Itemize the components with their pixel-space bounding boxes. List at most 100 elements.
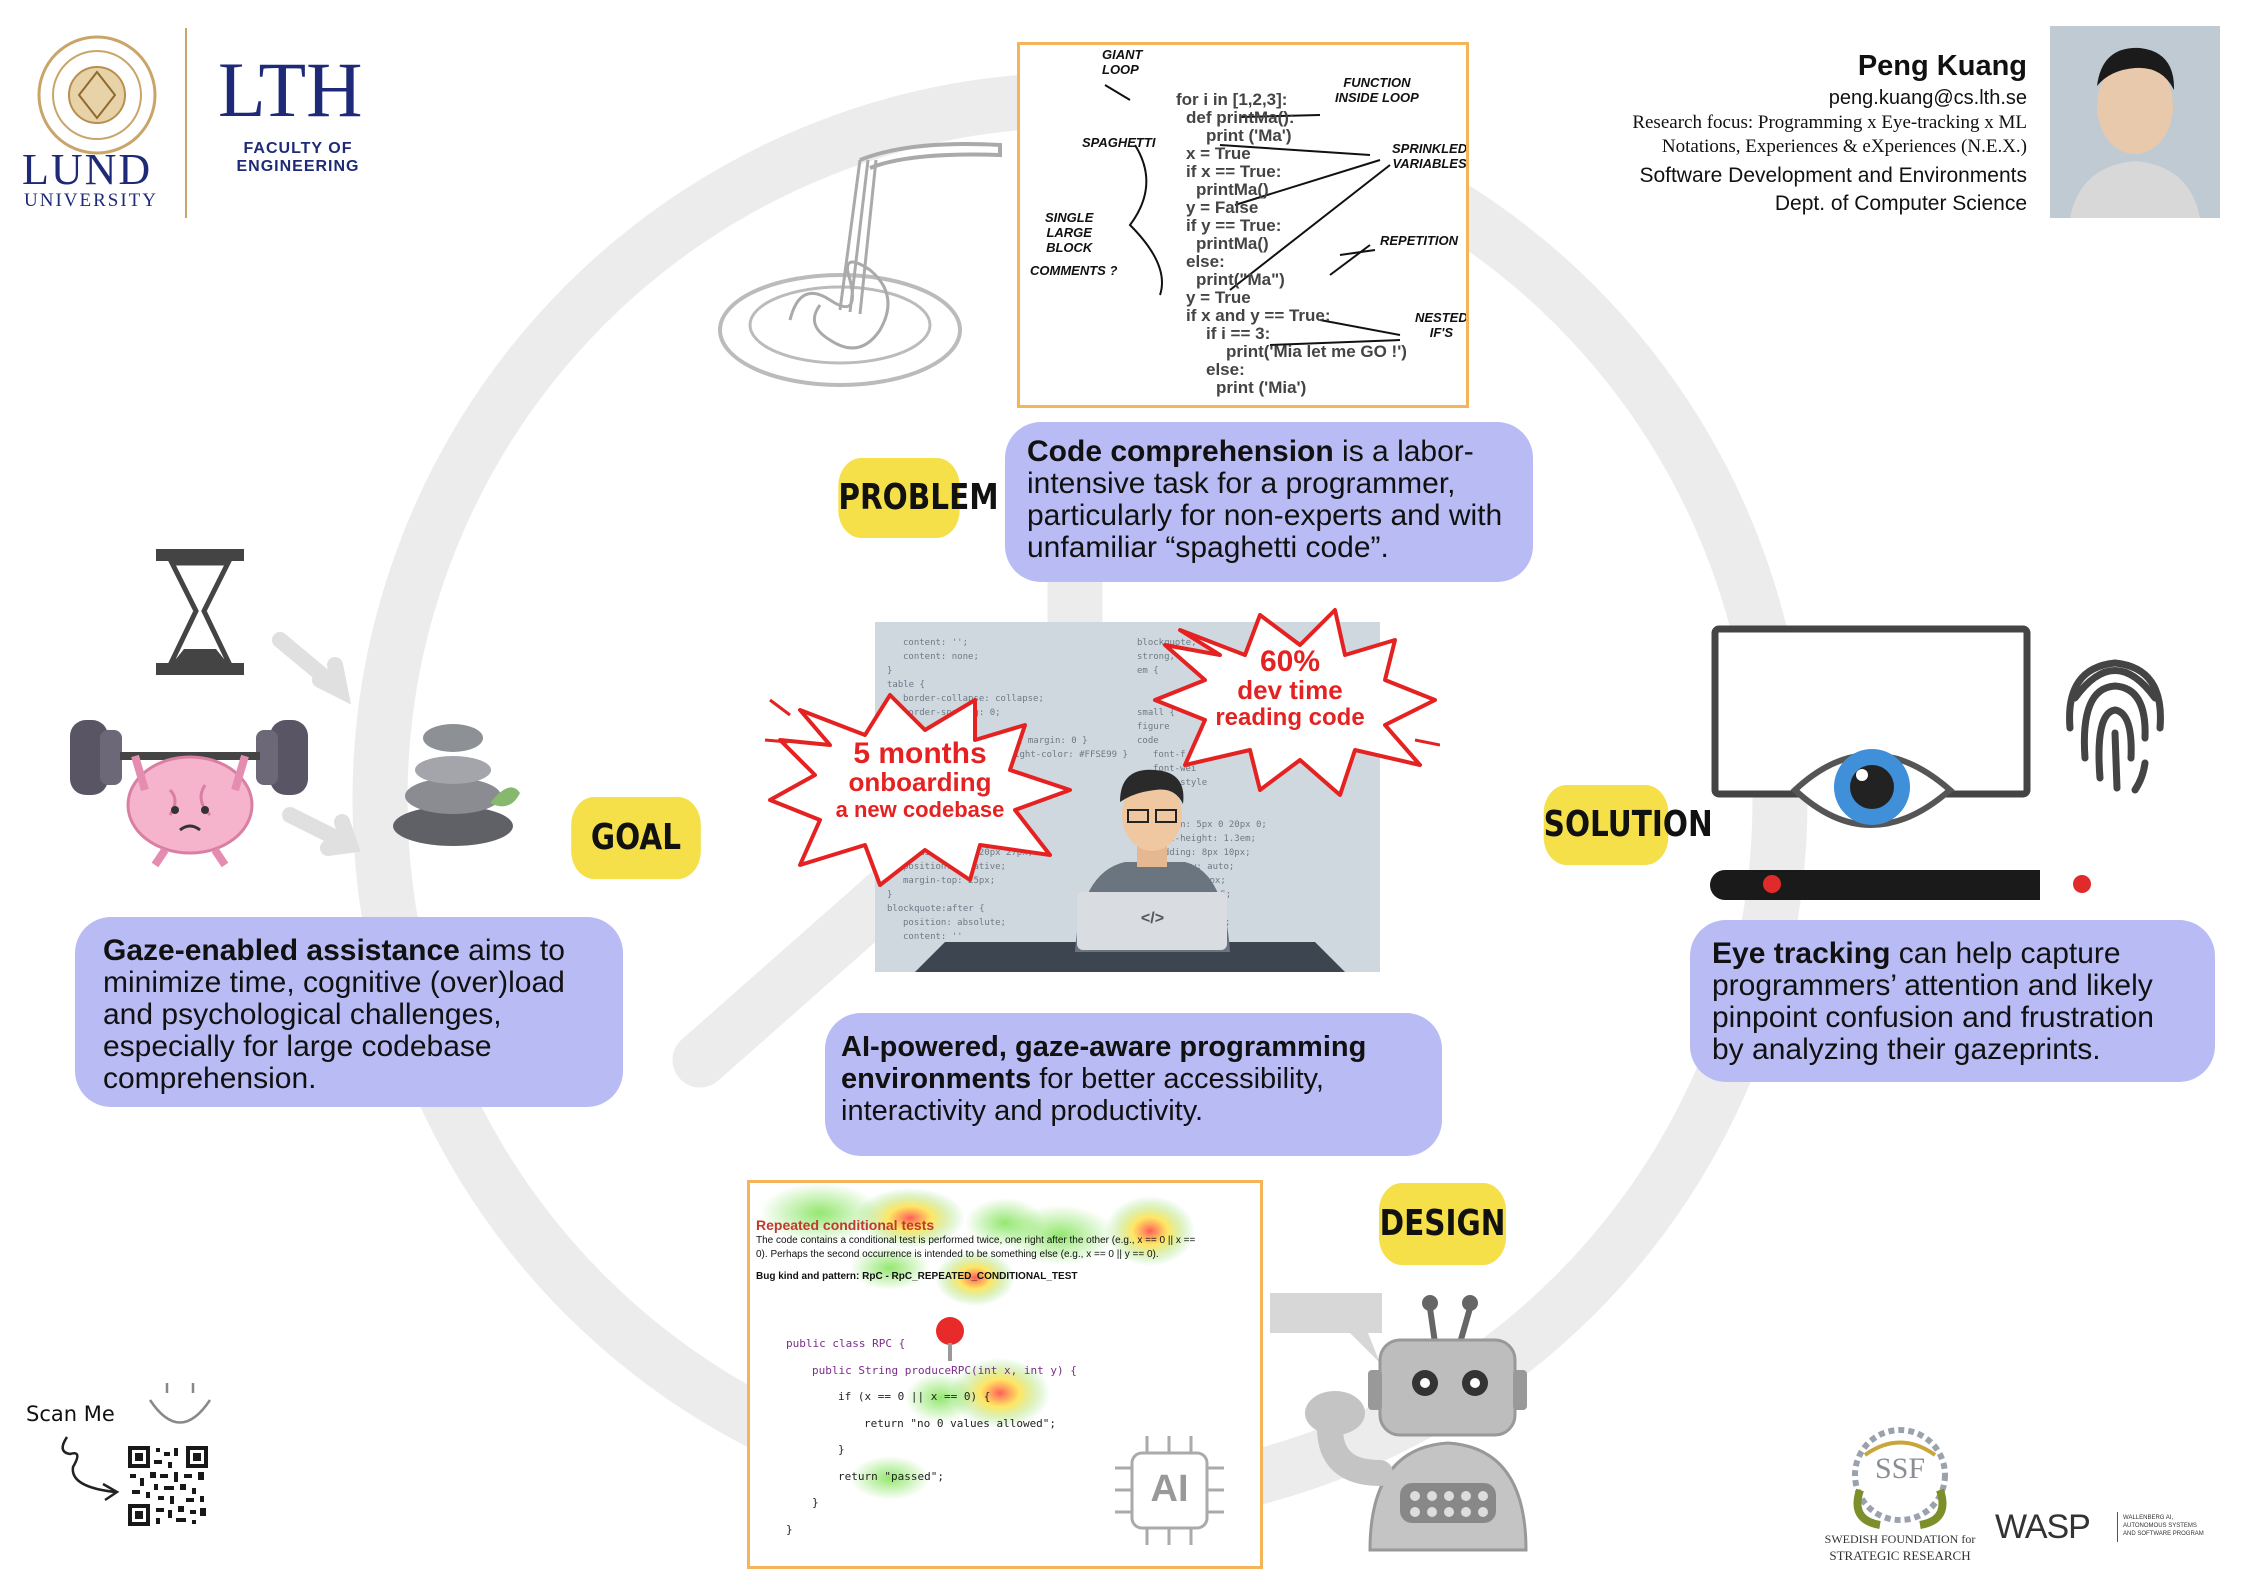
bg-code-line: content: '';: [903, 638, 969, 648]
burst-devtime-line2: dev time: [1237, 675, 1343, 705]
center-bubble: AI-powered, gaze-aware programming envir…: [825, 1013, 1442, 1156]
heatmap-code-line: return "no 0 values allowed";: [864, 1416, 1057, 1430]
heatmap-code-line: if (x == 0 || x == 0) {: [838, 1390, 991, 1403]
code-line: printMa(): [1196, 180, 1269, 199]
heatmap-desc-1: The code contains a conditional test is …: [756, 1235, 1196, 1246]
code-line: def printMa():: [1186, 108, 1295, 127]
author-dept: Dept. of Computer Science: [1774, 192, 2027, 215]
bg-code-line: small {: [1137, 708, 1175, 718]
burst-onboarding-line2: onboarding: [848, 767, 992, 797]
burst-devtime-line1: 60%: [1259, 645, 1321, 678]
hourglass-icon: [156, 549, 244, 675]
scan-me-label: Scan Me: [26, 1402, 115, 1426]
lth-logo: LTH FACULTY OF ENGINEERING: [218, 50, 378, 190]
author-focus-1: Research focus: Programming x Eye-tracki…: [1632, 112, 2027, 133]
bg-code-line: margin-top: 25px;: [903, 876, 996, 886]
faculty-line2: ENGINEERING: [236, 158, 360, 175]
problem-tag: PROBLEM: [838, 458, 999, 538]
burst-devtime-text: 60% dev time reading code: [1165, 645, 1415, 732]
problem-bubble: Code comprehension is a labor-intensive …: [1005, 422, 1533, 582]
annotation-arrows: [1104, 84, 1401, 346]
annotation-text: BLOCK: [1046, 240, 1093, 255]
wasp-divider: [2117, 1512, 2118, 1542]
ssf-emblem-icon: [1852, 1427, 1948, 1529]
zen-stones-icon: [393, 724, 520, 846]
bg-code-line: table {: [887, 680, 925, 690]
goal-bold: Gaze-enabled assistance: [103, 934, 460, 967]
wasp-logo: WASP WALLENBERG AI, AUTONOMOUS SYSTEMS A…: [1995, 1508, 2210, 1548]
bg-code-line: highlight-color: #FFSE99 }: [987, 750, 1128, 760]
burst-onboarding-text: 5 months onboarding a new codebase: [770, 739, 1070, 824]
wasp-sub-line: AND SOFTWARE PROGRAM: [2123, 1531, 2204, 1537]
wasp-sub-line: WALLENBERG AI,: [2123, 1515, 2174, 1521]
eye-tracker-bar-icon: [1763, 875, 2091, 893]
heatmap-code-line: }: [838, 1443, 845, 1456]
annotation-text: FUNCTION: [1343, 75, 1411, 90]
heatmap-desc-2: 0). Perhaps the second occurrence is int…: [756, 1249, 1159, 1260]
code-line: x = True: [1186, 144, 1251, 163]
code-line: print ('Mia'): [1216, 378, 1307, 397]
problem-bold: Code comprehension: [1027, 435, 1334, 468]
problem-text: is a labor-intensive task for a programm…: [1027, 435, 1503, 564]
lund-sub: UNIVERSITY: [24, 190, 158, 211]
annotation-text: INSIDE LOOP: [1335, 90, 1419, 105]
bg-code-line: position: absolute;: [903, 918, 1006, 928]
burst-onboarding-shape: [764, 693, 1072, 887]
annotation-text: LOOP: [1102, 62, 1139, 77]
lund-university-logo: LUND UNIVERSITY: [22, 32, 172, 212]
bg-code-line: content: '': [903, 932, 963, 942]
burst-onboarding-line3: a new codebase: [835, 797, 1005, 822]
heatmap-title: Repeated conditional tests: [756, 1217, 935, 1233]
wasp-sub: WALLENBERG AI, AUTONOMOUS SYSTEMS AND SO…: [2123, 1514, 2204, 1538]
spaghetti-code-image: for i in [1,2,3]: def printMa(): print (…: [1017, 42, 1469, 408]
burst-devtime-line3: reading code: [1215, 704, 1365, 731]
bg-code-line: em {: [1137, 666, 1159, 676]
code-line: else:: [1206, 360, 1245, 379]
monitor-eye-icon: [1710, 625, 2040, 900]
heatmap-blobs: [760, 1183, 1195, 1500]
ssf-monogram: SSF: [1874, 1452, 1926, 1485]
solution-tag: SOLUTION: [1543, 785, 1713, 865]
annotation-text: GIANT: [1102, 47, 1143, 62]
author-avatar: [2050, 26, 2220, 218]
heatmap-code-line: public class RPC {: [786, 1337, 906, 1350]
annotation-comments: COMMENTS ?: [1030, 263, 1118, 278]
center-bold: AI-powered, gaze-aware programming envir…: [841, 1031, 1367, 1095]
logo-divider: [185, 28, 187, 218]
ai-chip-label: AI: [1150, 1468, 1189, 1510]
annotation-text: NESTED: [1415, 310, 1468, 325]
code-line: else:: [1186, 252, 1225, 271]
qr-code-pattern: [128, 1446, 208, 1526]
bg-code-line: }: [887, 890, 893, 900]
author-focus-2: Notations, Experiences & eXperiences (N.…: [1661, 136, 2027, 157]
bg-code-line: blockquote:after {: [887, 904, 985, 914]
code-line: printMa(): [1196, 234, 1269, 253]
bg-code-line: }: [887, 666, 893, 676]
goal-text: aims to minimize time, cognitive (over)l…: [103, 934, 565, 1095]
spaghetti-plate-icon: [718, 142, 1002, 387]
burst-devtime-shape: [1153, 608, 1440, 797]
center-text: for better accessibility, interactivity …: [841, 1063, 1324, 1127]
gaze-heatmap-image: Repeated conditional tests The code cont…: [747, 1180, 1263, 1569]
annotation-text: SPRINKLED: [1392, 141, 1468, 156]
code-line: for i in [1,2,3]:: [1176, 90, 1288, 109]
lund-seal-icon: [37, 35, 157, 155]
author-email[interactable]: peng.kuang@cs.lth.se: [1828, 87, 2027, 109]
author-name: Peng Kuang: [1857, 50, 2027, 82]
qr-code[interactable]: [128, 1446, 208, 1526]
ssf-logo: SSF SWEDISH FOUNDATION for STRATEGIC RES…: [1810, 1420, 1990, 1570]
ssf-name-1: SWEDISH FOUNDATION for: [1824, 1532, 1976, 1546]
programmer-icon: [915, 769, 1345, 972]
gray-arrows-icon: [272, 632, 361, 856]
annotation-text: IF'S: [1429, 325, 1454, 340]
annotation-text: SINGLE: [1045, 210, 1094, 225]
code-line: print ('Ma'): [1206, 126, 1292, 145]
goal-tag: GOAL: [571, 797, 701, 879]
bg-code-line: blockquote,: [1137, 638, 1197, 648]
design-tag: DESIGN: [1378, 1183, 1507, 1265]
